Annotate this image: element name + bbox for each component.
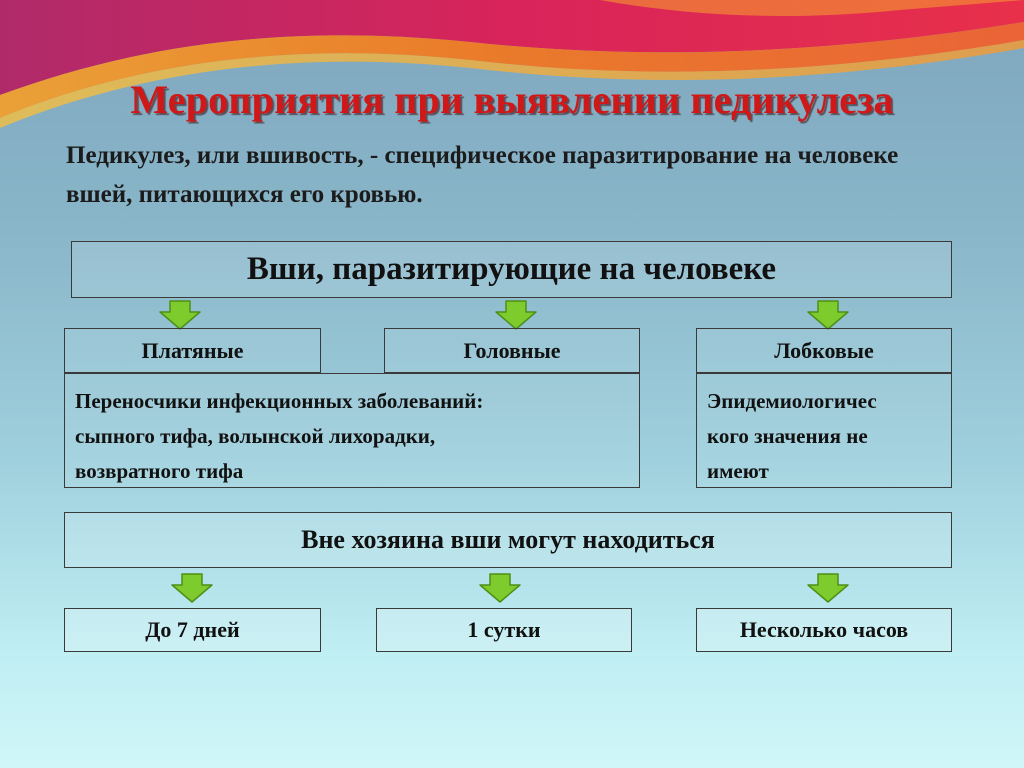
category-head-lice-label: Головные — [463, 338, 560, 364]
definition-text: Педикулез, или вшивость, - специфическое… — [66, 136, 946, 214]
lice-header-box: Вши, паразитирующие на человеке — [71, 241, 952, 298]
duration-box-hours: Несколько часов — [696, 608, 952, 652]
category-body-lice-label: Платяные — [142, 338, 244, 364]
carriers-description-box: Переносчики инфекционных заболеваний: сы… — [64, 373, 640, 488]
category-body-lice-box: Платяные — [64, 328, 321, 373]
down-arrow-icon — [170, 573, 214, 603]
carriers-line: возвратного тифа — [75, 454, 629, 489]
category-pubic-lice-box: Лобковые — [696, 328, 952, 373]
category-head-lice-box: Головные — [384, 328, 640, 373]
duration-label: До 7 дней — [145, 617, 239, 643]
duration-label: Несколько часов — [740, 617, 908, 643]
duration-box-1-day: 1 сутки — [376, 608, 632, 652]
outside-host-box: Вне хозяина вши могут находиться — [64, 512, 952, 568]
pubic-description-box: Эпидемиологичес кого значения не имеют — [696, 373, 952, 488]
outside-host-label: Вне хозяина вши могут находиться — [301, 525, 715, 555]
category-pubic-lice-label: Лобковые — [774, 338, 874, 364]
down-arrow-icon — [806, 300, 850, 330]
pubic-line: Эпидемиологичес — [707, 384, 941, 419]
down-arrow-icon — [478, 573, 522, 603]
duration-label: 1 сутки — [467, 617, 540, 643]
lice-header-label: Вши, паразитирующие на человеке — [247, 251, 776, 288]
down-arrow-icon — [158, 300, 202, 330]
page-title: Мероприятия при выявлении педикулеза — [0, 76, 1024, 123]
pubic-line: имеют — [707, 454, 941, 489]
down-arrow-icon — [806, 573, 850, 603]
down-arrow-icon — [494, 300, 538, 330]
carriers-line: сыпного тифа, волынской лихорадки, — [75, 419, 629, 454]
carriers-line: Переносчики инфекционных заболеваний: — [75, 384, 629, 419]
duration-box-7-days: До 7 дней — [64, 608, 321, 652]
pubic-line: кого значения не — [707, 419, 941, 454]
